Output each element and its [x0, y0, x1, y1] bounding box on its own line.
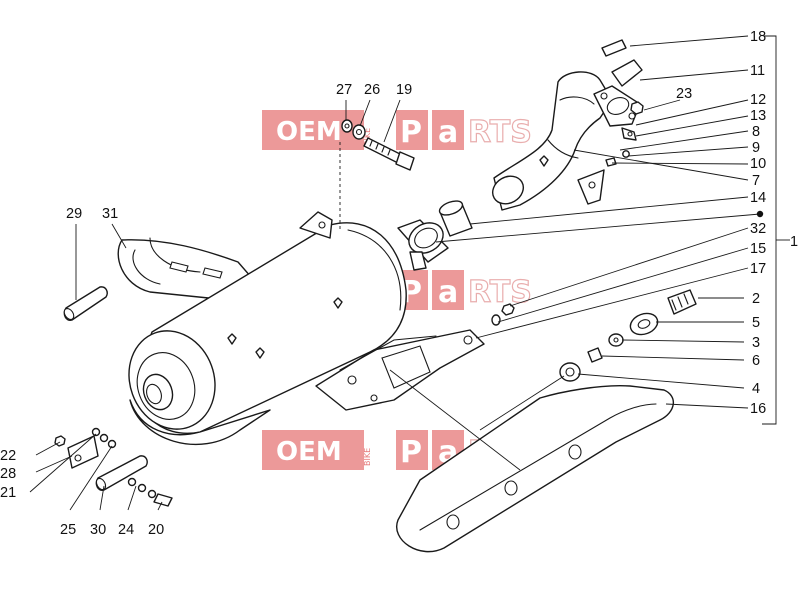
callout-8: 8 — [752, 124, 760, 140]
watermark-bike: BIKE — [363, 128, 372, 146]
callout-10: 10 — [750, 156, 766, 172]
callout-6: 6 — [752, 353, 760, 369]
bolt-20 — [153, 493, 173, 507]
watermark-a: a — [438, 275, 458, 310]
washer-9 — [622, 150, 630, 158]
callout-12: 12 — [750, 92, 766, 108]
callout-18: 18 — [750, 29, 766, 45]
watermark-box — [432, 270, 464, 310]
watermark-rts: RTS — [468, 115, 532, 150]
watermark-box — [396, 430, 428, 470]
nut-23 — [630, 101, 644, 115]
screw-10 — [605, 157, 617, 167]
callout-1: 1 — [790, 234, 798, 250]
watermark-p: P — [400, 435, 422, 470]
callout-27: 27 — [336, 82, 352, 98]
watermark-bike: BIKE — [363, 448, 372, 466]
nut-22 — [54, 435, 66, 447]
watermark-rts: RTS — [468, 275, 532, 310]
callout-13: 13 — [750, 108, 766, 124]
pin-30 — [95, 455, 148, 491]
callout-28: 28 — [0, 466, 16, 482]
mounting-bracket-17 — [315, 329, 485, 411]
rubber-plug-2 — [667, 289, 697, 315]
heat-guard-16 — [396, 384, 674, 553]
washer-24 — [127, 477, 157, 499]
callout-11: 11 — [750, 63, 765, 79]
washer-27 — [341, 119, 353, 133]
bolt-19 — [363, 137, 415, 171]
muffler-inlet — [397, 219, 449, 271]
callout-17: 17 — [750, 261, 766, 277]
pin-29 — [63, 286, 108, 321]
spacer-6 — [587, 347, 603, 363]
callout-30: 30 — [90, 522, 106, 538]
callout-15: 15 — [750, 241, 766, 257]
watermark-box — [396, 110, 428, 150]
callout-29: 29 — [66, 206, 82, 222]
callout-labels: 18 11 23 12 13 8 9 10 7 14 1 32 15 17 2 … — [0, 29, 798, 538]
callout-5: 5 — [752, 315, 760, 331]
callout-26: 26 — [364, 82, 380, 98]
watermark-oem: OEM — [276, 437, 342, 467]
watermark-oem: OEM — [276, 117, 342, 147]
callout-25: 25 — [60, 522, 76, 538]
leader-lines — [29, 35, 790, 511]
flange-11 — [593, 85, 641, 127]
callout-20: 20 — [148, 522, 164, 538]
callout-23: 23 — [676, 86, 692, 102]
bolt-13 — [621, 127, 637, 141]
watermark-box — [432, 110, 464, 150]
callout-31: 31 — [102, 206, 118, 222]
exhaust-pipe-7 — [491, 71, 613, 211]
watermark-box — [262, 430, 364, 470]
callout-32: 32 — [750, 221, 766, 237]
washer-21 — [91, 427, 117, 449]
callout-3: 3 — [752, 335, 760, 351]
gasket-18 — [601, 39, 643, 87]
callout-16: 16 — [750, 401, 766, 417]
callout-19: 19 — [396, 82, 412, 98]
muffler-body — [128, 211, 407, 446]
callout-4: 4 — [752, 381, 760, 397]
watermark-p: P — [400, 115, 422, 150]
washer-26 — [352, 124, 366, 140]
callout-21: 21 — [0, 485, 16, 501]
washer-15 — [491, 314, 501, 326]
callout-2: 2 — [752, 291, 760, 307]
bolt-32 — [501, 303, 515, 316]
callout-22: 22 — [0, 448, 16, 464]
sleeve-14 — [438, 200, 473, 237]
washer-3 — [608, 333, 624, 347]
callout-14: 14 — [750, 190, 766, 206]
grommet-5 — [629, 312, 659, 336]
watermark-1: OEM BIKE P a RTS — [262, 110, 532, 151]
watermark-a: a — [438, 115, 458, 150]
bracket-plate-28 — [67, 435, 99, 469]
callout-24: 24 — [118, 522, 134, 538]
callout-7: 7 — [752, 173, 760, 189]
bushing-4 — [559, 362, 581, 382]
callout-9: 9 — [752, 140, 760, 156]
leader-dot — [756, 210, 764, 218]
